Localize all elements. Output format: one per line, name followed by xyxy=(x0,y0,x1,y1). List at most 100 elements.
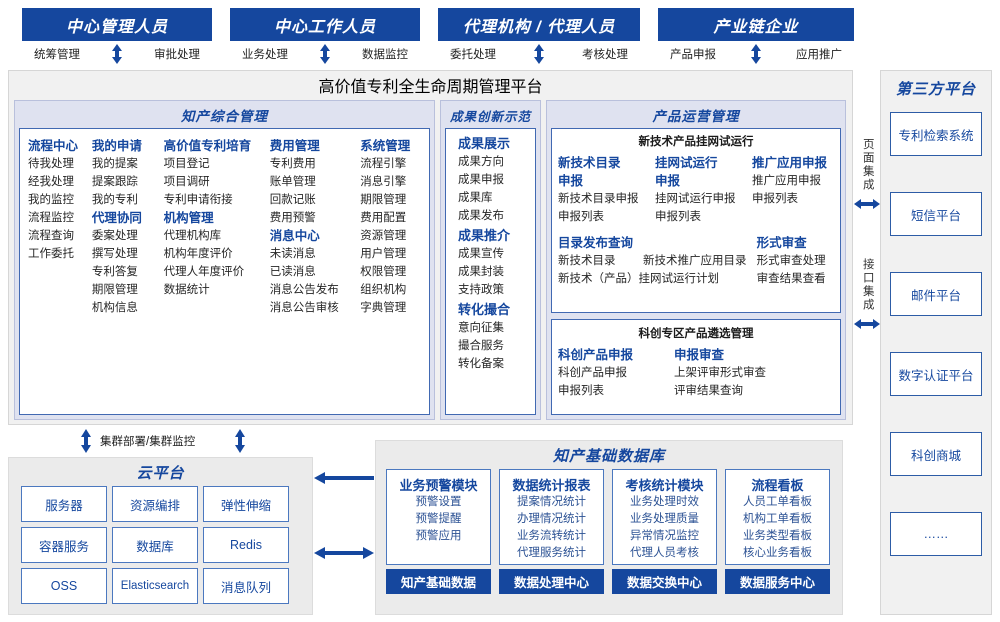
menu-item[interactable]: 消息引擎 xyxy=(360,176,407,188)
menu-item[interactable]: 流程引擎 xyxy=(360,158,407,170)
menu-item[interactable]: 委案处理 xyxy=(91,230,138,242)
menu-item[interactable]: 经我处理 xyxy=(28,176,74,188)
menu-item[interactable]: 我的监控 xyxy=(28,194,74,206)
menu-item[interactable]: 科创产品申报 xyxy=(558,367,627,379)
menu-item[interactable]: 提案跟踪 xyxy=(91,176,138,188)
menu-item[interactable]: 新技术目录 xyxy=(558,255,616,267)
group-head[interactable]: 新技术目录申报 xyxy=(558,156,621,188)
menu-item[interactable]: 成果发布 xyxy=(458,210,504,222)
menu-item[interactable]: 形式审查处理 xyxy=(756,255,826,267)
db-foot-exchange-center[interactable]: 数据交换中心 xyxy=(612,569,717,594)
group-head[interactable]: 转化撮合 xyxy=(458,302,511,317)
menu-item[interactable]: 机构年度评价 xyxy=(163,248,233,260)
menu-item[interactable]: 项目调研 xyxy=(163,176,210,188)
menu-item[interactable]: 流程监控 xyxy=(28,212,74,224)
menu-item[interactable]: 申报列表 xyxy=(752,193,798,205)
menu-item[interactable]: 工作委托 xyxy=(28,248,74,260)
group-head[interactable]: 形式审查 xyxy=(756,236,807,250)
menu-item[interactable]: 意向征集 xyxy=(458,322,504,334)
group-head[interactable]: 我的申请 xyxy=(91,139,142,153)
menu-item[interactable]: 未读消息 xyxy=(269,248,316,260)
menu-item[interactable]: 已读消息 xyxy=(269,266,316,278)
db-foot-processing-center[interactable]: 数据处理中心 xyxy=(499,569,604,594)
db-foot-service-center[interactable]: 数据服务中心 xyxy=(725,569,830,594)
menu-item[interactable]: 申报列表 xyxy=(655,211,701,223)
db-item[interactable]: 机构工单看板 xyxy=(743,513,812,525)
cloud-cell-mq[interactable]: 消息队列 xyxy=(203,568,289,604)
db-item[interactable]: 业务流转统计 xyxy=(517,530,586,542)
group-head[interactable]: 流程中心 xyxy=(28,139,79,153)
menu-item[interactable]: 机构信息 xyxy=(91,302,138,314)
menu-item[interactable]: 成果申报 xyxy=(458,174,504,186)
db-item[interactable]: 办理情况统计 xyxy=(517,513,586,525)
menu-item[interactable]: 撰写处理 xyxy=(91,248,138,260)
menu-item[interactable]: 上架评审形式审查 xyxy=(674,367,766,379)
menu-item[interactable]: 支持政策 xyxy=(458,284,504,296)
cloud-cell-elasticsearch[interactable]: Elasticsearch xyxy=(112,568,198,604)
menu-item[interactable]: 转化备案 xyxy=(458,358,504,370)
menu-item[interactable]: 成果方向 xyxy=(458,156,504,168)
menu-item[interactable]: 新技术目录申报 xyxy=(558,193,639,205)
db-item[interactable]: 人员工单看板 xyxy=(743,496,812,508)
menu-item[interactable]: 代理人年度评价 xyxy=(163,266,245,278)
db-item[interactable]: 代理人员考核 xyxy=(630,547,699,559)
third-party-item-patent-search[interactable]: 专利检索系统 xyxy=(890,112,982,156)
third-party-item-email[interactable]: 邮件平台 xyxy=(890,272,982,316)
cloud-cell-database[interactable]: 数据库 xyxy=(112,527,198,563)
menu-item[interactable]: 成果宣传 xyxy=(458,248,504,260)
menu-item[interactable]: 评审结果查询 xyxy=(674,385,743,397)
menu-item[interactable]: 项目登记 xyxy=(163,158,210,170)
menu-item[interactable]: 待我处理 xyxy=(28,158,74,170)
db-foot-base-data[interactable]: 知产基础数据 xyxy=(386,569,491,594)
db-item[interactable]: 核心业务看板 xyxy=(743,547,812,559)
menu-item[interactable]: 回款记账 xyxy=(269,194,316,206)
menu-item[interactable]: 期限管理 xyxy=(91,284,138,296)
group-head[interactable]: 代理协同 xyxy=(91,211,142,225)
db-item[interactable]: 预警提醒 xyxy=(415,513,462,525)
group-head[interactable]: 机构管理 xyxy=(163,211,214,225)
menu-item[interactable]: 审查结果查看 xyxy=(756,273,826,285)
db-item[interactable]: 预警设置 xyxy=(415,496,462,508)
db-item[interactable]: 预警应用 xyxy=(415,530,462,542)
group-head[interactable]: 成果展示 xyxy=(458,136,511,151)
menu-item[interactable]: 数据统计 xyxy=(163,284,210,296)
cloud-cell-redis[interactable]: Redis xyxy=(203,527,289,563)
menu-item[interactable]: 组织机构 xyxy=(360,284,407,296)
cloud-cell-autoscaling[interactable]: 弹性伸缩 xyxy=(203,486,289,522)
menu-item[interactable]: 推广应用申报 xyxy=(752,175,821,187)
menu-item[interactable]: 成果封装 xyxy=(458,266,504,278)
menu-item[interactable]: 权限管理 xyxy=(360,266,407,278)
group-head[interactable]: 消息中心 xyxy=(269,229,320,243)
db-item[interactable]: 业务处理时效 xyxy=(630,496,699,508)
menu-item[interactable]: 费用配置 xyxy=(360,212,407,224)
menu-item[interactable]: 新技术（产品）挂网试运行计划 xyxy=(558,273,719,285)
cloud-cell-server[interactable]: 服务器 xyxy=(21,486,107,522)
menu-item[interactable]: 代理机构库 xyxy=(163,230,222,242)
db-item[interactable]: 代理服务统计 xyxy=(517,547,586,559)
menu-item[interactable]: 申报列表 xyxy=(558,385,604,397)
cloud-cell-container[interactable]: 容器服务 xyxy=(21,527,107,563)
menu-item[interactable]: 用户管理 xyxy=(360,248,407,260)
group-head[interactable]: 科创产品申报 xyxy=(558,348,634,362)
menu-item[interactable]: 成果库 xyxy=(458,192,493,204)
menu-item[interactable]: 专利费用 xyxy=(269,158,316,170)
menu-item[interactable]: 专利答复 xyxy=(91,266,138,278)
group-head[interactable]: 目录发布查询 xyxy=(558,236,634,250)
menu-item[interactable]: 我的专利 xyxy=(91,194,138,206)
cloud-cell-orchestration[interactable]: 资源编排 xyxy=(112,486,198,522)
db-item[interactable]: 业务类型看板 xyxy=(743,530,812,542)
menu-item[interactable]: 我的提案 xyxy=(91,158,138,170)
group-head[interactable]: 推广应用申报 xyxy=(752,156,828,170)
group-head[interactable]: 挂网试运行申报 xyxy=(655,156,718,188)
third-party-item-more[interactable]: …… xyxy=(890,512,982,556)
menu-item[interactable]: 撮合服务 xyxy=(458,340,504,352)
menu-item[interactable]: 消息公告发布 xyxy=(269,284,339,296)
group-head[interactable]: 成果推介 xyxy=(458,228,511,243)
menu-item[interactable]: 专利申请衔接 xyxy=(163,194,233,206)
db-item[interactable]: 提案情况统计 xyxy=(517,496,586,508)
db-item[interactable]: 业务处理质量 xyxy=(630,513,699,525)
menu-item[interactable]: 账单管理 xyxy=(269,176,316,188)
menu-item[interactable]: 消息公告审核 xyxy=(269,302,339,314)
menu-item[interactable]: 挂网试运行申报 xyxy=(655,193,736,205)
third-party-item-digital-cert[interactable]: 数字认证平台 xyxy=(890,352,982,396)
